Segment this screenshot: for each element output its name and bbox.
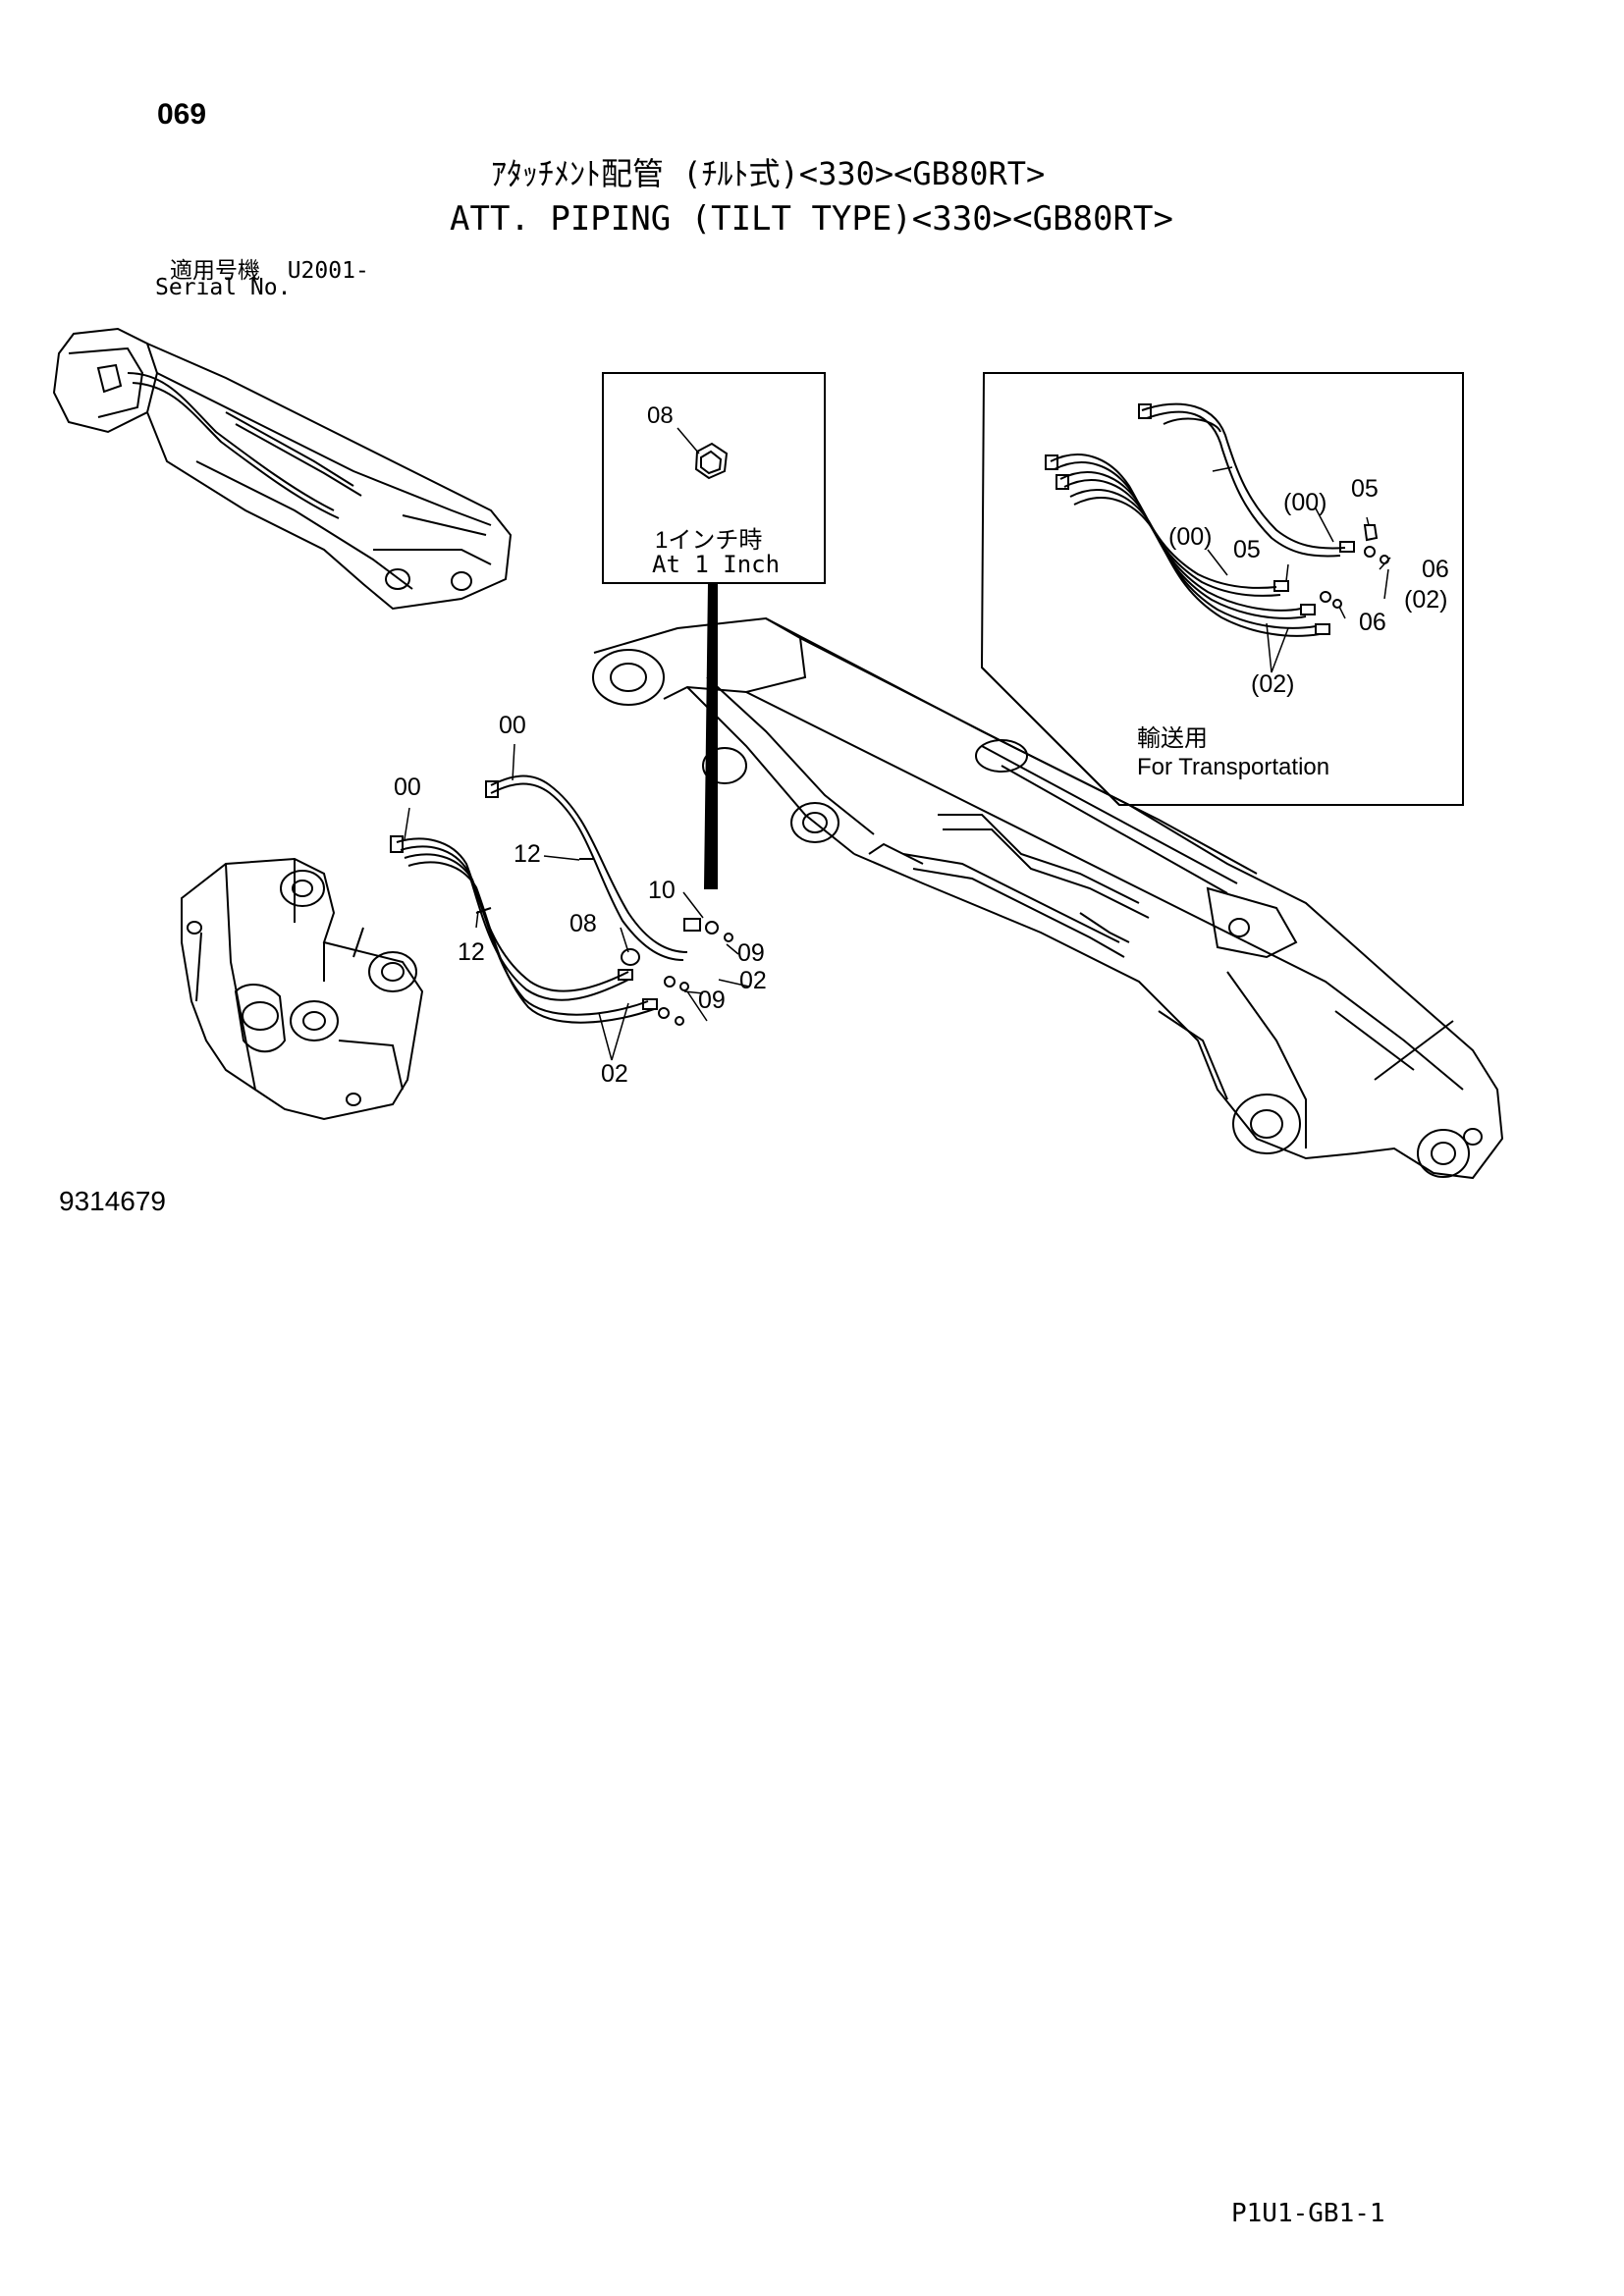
transport-callout: 05 [1233, 536, 1261, 563]
page-code: P1U1-GB1-1 [1231, 2199, 1385, 2228]
inch-detail-part-number: 08 [647, 402, 674, 429]
transport-caption-english: For Transportation [1137, 754, 1330, 780]
transport-caption-japanese: 輸送用 [1137, 725, 1208, 752]
transport-callout: 05 [1351, 475, 1379, 503]
inch-detail-caption-english: At 1 Inch [652, 551, 781, 578]
serial-value: U2001- [287, 258, 369, 284]
serial-applicability: 適用号機 U2001- [170, 251, 369, 285]
page-title-japanese: ｱﾀｯﾁﾒﾝﾄ配管 (ﾁﾙﾄ式)<330><GB80RT> [491, 155, 1046, 192]
drawing-number: 9314679 [59, 1186, 167, 1216]
page-title-english: ATT. PIPING (TILT TYPE)<330><GB80RT> [450, 199, 1173, 239]
main-callout: 12 [514, 840, 541, 868]
main-callout: 00 [499, 712, 526, 739]
main-callout: 02 [739, 967, 767, 994]
inch-detail-box [602, 372, 826, 889]
tilt-coupler-illustration [181, 857, 424, 1121]
main-callout: 00 [394, 774, 421, 801]
main-callout: 09 [698, 987, 726, 1014]
transport-callout: (00) [1283, 489, 1327, 516]
main-callout: 02 [601, 1060, 628, 1088]
serial-label-japanese: 適用号機 [170, 258, 260, 284]
inch-detail-caption-japanese: 1インチ時 [655, 527, 763, 554]
overview-arm-illustration [52, 327, 513, 611]
main-callout: 08 [569, 910, 597, 937]
main-arm-illustration [592, 616, 1504, 1180]
main-callout: 12 [458, 938, 485, 966]
main-callout: 09 [737, 939, 765, 967]
main-leader-lines [404, 743, 750, 1061]
serial-label-english: Serial No. [155, 275, 292, 300]
transport-callout: 06 [1422, 556, 1449, 583]
page-number: 069 [157, 98, 207, 131]
main-callout: 10 [648, 877, 676, 904]
transport-callout: (02) [1251, 670, 1295, 698]
transport-callout: 06 [1359, 609, 1386, 636]
transportation-detail-box [980, 372, 1464, 806]
main-hose-assembly [390, 774, 733, 1026]
transport-callout: (02) [1404, 586, 1448, 614]
transport-callout: (00) [1168, 523, 1213, 551]
